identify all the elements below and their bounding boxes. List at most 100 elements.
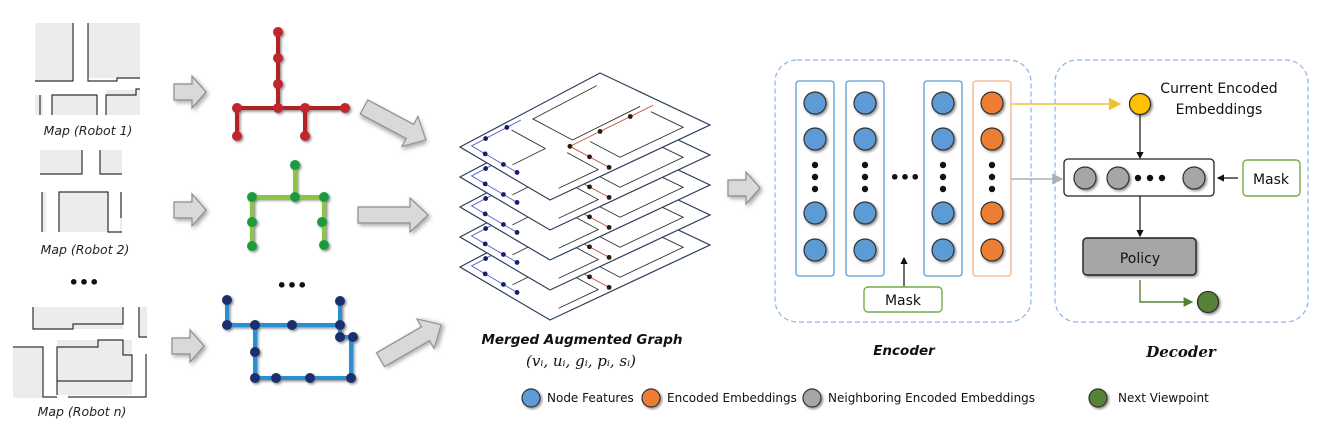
graph-node <box>587 244 592 250</box>
graph-node <box>606 164 612 170</box>
node-feature-node <box>853 201 877 225</box>
graph-node <box>587 184 592 190</box>
legend-item-node-features: Node Features <box>521 388 634 408</box>
node-feature-column <box>923 80 963 277</box>
graph-node <box>501 162 506 167</box>
encoded-embedding-node <box>980 127 1004 151</box>
legend-label: Node Features <box>547 391 634 405</box>
mask-label: Mask <box>885 293 922 309</box>
ellipsis: ••• <box>890 168 921 187</box>
legend-item-encoded-embeddings: Encoded Embeddings <box>641 388 797 408</box>
graph-node <box>514 230 520 235</box>
arrow-icon <box>357 197 429 233</box>
current-embedding-node <box>1128 92 1152 116</box>
node-feature-column <box>845 80 885 277</box>
graph-layer <box>458 72 712 201</box>
legend-swatch <box>802 388 822 408</box>
graph-node <box>514 200 520 205</box>
graph-node <box>606 224 612 230</box>
map-caption: Map (Robot 2) <box>41 242 130 257</box>
node-feature-node <box>803 201 827 225</box>
node-feature-node <box>853 127 877 151</box>
graph-node <box>587 154 592 160</box>
graph-node <box>606 254 612 260</box>
legend: Node Features Encoded Embeddings Neighbo… <box>521 388 1209 408</box>
legend-swatch <box>641 388 661 408</box>
arrow-icon <box>371 309 451 376</box>
encoder-mask: Mask <box>863 286 943 313</box>
encoder-title: Encoder <box>873 343 936 359</box>
node-feature-node <box>931 238 955 262</box>
graph-node <box>483 256 489 261</box>
map-robot-2: Map (Robot 2) <box>40 150 129 257</box>
next-viewpoint-node <box>1196 290 1220 314</box>
legend-swatch <box>1088 388 1108 408</box>
graph-node <box>483 226 489 231</box>
node-feature-node <box>931 201 955 225</box>
robot-1-graph <box>232 27 350 141</box>
decoder-mask: Mask <box>1242 159 1301 197</box>
legend-swatch <box>521 388 541 408</box>
graph-node <box>483 196 489 201</box>
encoded-embedding-node <box>980 91 1004 115</box>
map-robot-1: Map (Robot 1) <box>35 23 140 138</box>
policy-label: Policy <box>1120 251 1160 267</box>
arrow-icon <box>727 171 761 205</box>
graph-node <box>514 170 520 175</box>
encoded-embedding-node <box>980 238 1004 262</box>
arrow-icon <box>171 329 205 363</box>
robot-n-graph <box>222 295 358 383</box>
node-feature-node <box>803 91 827 115</box>
graph-node <box>501 252 506 257</box>
legend-label: Encoded Embeddings <box>667 391 797 405</box>
graph-node <box>514 260 520 265</box>
neighbor-node <box>1182 166 1206 190</box>
ellipsis: ••• <box>69 273 100 292</box>
neighbor-node <box>1073 166 1097 190</box>
graph-node <box>501 222 506 227</box>
legend-item-next-viewpoint: Next Viewpoint <box>1088 388 1209 408</box>
graph-node <box>587 274 592 280</box>
merged-graph-formula: (vᵢ, uᵢ, gᵢ, pᵢ, sᵢ) <box>526 352 636 370</box>
current-embedding-label-line2: Embeddings <box>1176 102 1263 118</box>
graph-node <box>567 143 573 149</box>
graph-node <box>587 214 592 220</box>
graph-node <box>606 194 612 200</box>
policy-box: Policy <box>1082 237 1197 276</box>
node-feature-column <box>795 80 835 277</box>
arrow-icon <box>355 91 435 156</box>
decoder-block: Current Encoded Embeddings Mask Policy D… <box>1054 59 1309 361</box>
arrow-icon <box>173 75 207 109</box>
legend-label: Next Viewpoint <box>1118 391 1209 405</box>
ellipsis: ••• <box>277 276 308 295</box>
graph-node <box>501 192 506 197</box>
graph-node <box>483 136 489 141</box>
decoder-title: Decoder <box>1145 343 1217 361</box>
mask-label: Mask <box>1253 172 1290 188</box>
graph-node <box>627 114 633 119</box>
graph-node <box>504 125 510 130</box>
legend-item-neighboring-encoded-embeddings: Neighboring Encoded Embeddings <box>802 388 1035 408</box>
node-feature-node <box>803 127 827 151</box>
neighbor-node <box>1106 166 1130 190</box>
merged-graph-title: Merged Augmented Graph <box>481 332 682 348</box>
graph-node <box>482 271 488 277</box>
node-feature-node <box>931 91 955 115</box>
current-embedding-label-line1: Current Encoded <box>1160 81 1277 97</box>
map-caption: Map (Robot 1) <box>44 123 133 138</box>
graph-node <box>597 129 603 134</box>
graph-node <box>483 166 489 171</box>
node-feature-node <box>853 91 877 115</box>
arrow-icon <box>173 193 207 227</box>
robot-2-graph <box>247 160 329 251</box>
node-feature-node <box>853 238 877 262</box>
graph-node <box>482 211 488 217</box>
encoded-embedding-node <box>980 201 1004 225</box>
graph-node <box>482 181 488 187</box>
graph-node <box>501 282 506 287</box>
node-feature-node <box>931 127 955 151</box>
neighbor-embeddings-box <box>1063 158 1215 197</box>
map-robot-n: Map (Robot n) <box>13 307 147 419</box>
graph-node <box>514 290 520 295</box>
encoder-block: ••• Mask Encoder <box>774 59 1032 359</box>
